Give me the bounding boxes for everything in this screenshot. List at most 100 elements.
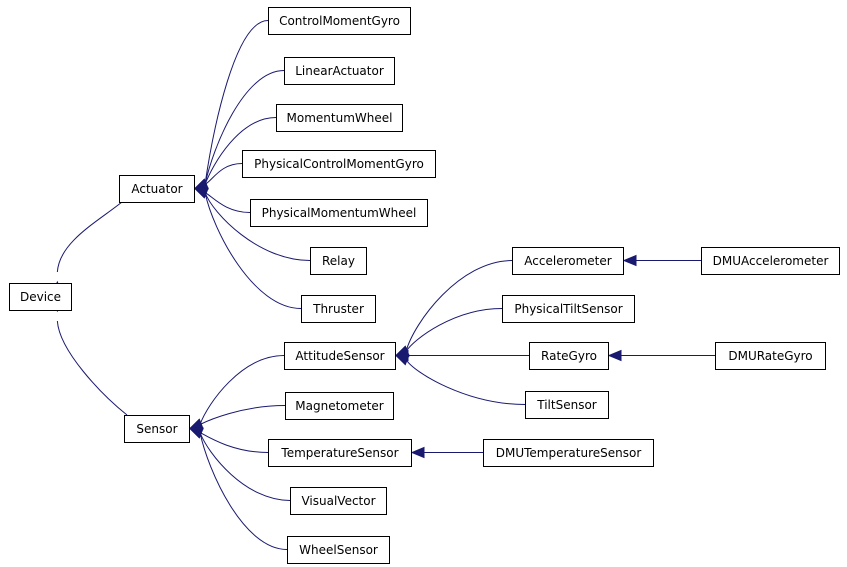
node-label: DMURateGyro — [728, 349, 812, 363]
edge-line — [56, 201, 123, 273]
node-label: PhysicalMomentumWheel — [262, 206, 417, 220]
node-box — [529, 342, 609, 370]
node-physicalcontrolmomentgyro[interactable]: PhysicalControlMomentGyro — [242, 150, 436, 178]
edge-magnetometer-to-sensor — [188, 405, 286, 430]
node-label: LinearActuator — [295, 64, 384, 78]
node-device[interactable]: Device — [9, 283, 72, 311]
node-box — [285, 392, 394, 420]
node-relay[interactable]: Relay — [310, 247, 367, 275]
edge-line — [204, 70, 285, 185]
node-attitudesensor[interactable]: AttitudeSensor — [284, 342, 396, 370]
edge-line — [199, 432, 288, 550]
node-physicaltiltsensor[interactable]: PhysicalTiltSensor — [502, 295, 635, 323]
edge-line — [199, 405, 286, 425]
node-box — [268, 7, 411, 35]
node-box — [701, 247, 840, 275]
edge-accelerometer-to-attitudesensor — [394, 260, 513, 357]
node-box — [242, 150, 436, 178]
edge-line — [405, 359, 526, 405]
node-box — [124, 415, 190, 443]
node-box — [276, 104, 403, 132]
edge-tiltsensor-to-attitudesensor — [394, 354, 526, 405]
node-box — [287, 536, 390, 564]
node-controlmomentgyro[interactable]: ControlMomentGyro — [268, 7, 411, 35]
node-label: TemperatureSensor — [280, 446, 398, 460]
node-label: RateGyro — [541, 349, 597, 363]
node-label: MomentumWheel — [287, 111, 393, 125]
arrowhead-icon — [394, 354, 410, 366]
edge-line — [204, 117, 277, 185]
node-box — [250, 199, 428, 227]
edge-line — [199, 432, 291, 501]
node-label: VisualVector — [301, 494, 375, 508]
node-label: Device — [20, 290, 61, 304]
arrowhead-icon — [410, 446, 425, 459]
arrowhead-icon — [622, 254, 637, 267]
edge-line — [405, 260, 513, 352]
node-dmutemperaturesensor[interactable]: DMUTemperatureSensor — [483, 439, 654, 467]
node-box — [525, 391, 609, 419]
node-visualvector[interactable]: VisualVector — [290, 487, 387, 515]
node-box — [715, 342, 826, 370]
edge-line — [204, 163, 243, 185]
edge-dmutemperaturesensor-to-temperaturesensor — [410, 446, 483, 459]
node-label: Sensor — [136, 422, 177, 436]
node-label: Thruster — [312, 302, 364, 316]
node-momentumwheel[interactable]: MomentumWheel — [276, 104, 403, 132]
edge-thruster-to-actuator — [193, 187, 302, 309]
node-accelerometer[interactable]: Accelerometer — [512, 247, 624, 275]
arrowhead-icon — [193, 187, 209, 199]
node-sensor[interactable]: Sensor — [124, 415, 190, 443]
arrowhead-icon — [607, 349, 622, 362]
node-label: Magnetometer — [295, 399, 384, 413]
node-box — [301, 295, 376, 323]
node-label: Accelerometer — [524, 254, 611, 268]
edge-actuator-to-device — [51, 201, 123, 295]
node-box — [512, 247, 624, 275]
edge-wheelsensor-to-sensor — [188, 427, 288, 550]
node-label: WheelSensor — [299, 543, 378, 557]
node-label: TiltSensor — [536, 398, 597, 412]
node-temperaturesensor[interactable]: TemperatureSensor — [268, 439, 412, 467]
edge-line — [204, 192, 251, 213]
edge-attitudesensor-to-sensor — [188, 355, 285, 430]
node-linearactuator[interactable]: LinearActuator — [284, 57, 395, 85]
node-label: Relay — [322, 254, 355, 268]
edge-line — [204, 20, 269, 185]
edge-dmuaccelerometer-to-accelerometer — [622, 254, 701, 267]
node-tiltsensor[interactable]: TiltSensor — [525, 391, 609, 419]
node-actuator[interactable]: Actuator — [119, 175, 195, 203]
arrowhead-icon — [188, 427, 204, 439]
node-box — [284, 342, 396, 370]
node-box — [119, 175, 195, 203]
node-label: DMUAccelerometer — [713, 254, 829, 268]
node-physicalmomentumwheel[interactable]: PhysicalMomentumWheel — [250, 199, 428, 227]
node-magnetometer[interactable]: Magnetometer — [285, 392, 394, 420]
node-box — [502, 295, 635, 323]
node-box — [483, 439, 654, 467]
edge-rategyro-to-attitudesensor — [394, 349, 529, 362]
edges-layer — [51, 20, 715, 550]
edge-line — [56, 320, 128, 416]
edge-dmurategyro-to-rategyro — [607, 349, 715, 362]
node-wheelsensor[interactable]: WheelSensor — [287, 536, 390, 564]
edge-line — [199, 432, 269, 453]
node-dmuaccelerometer[interactable]: DMUAccelerometer — [701, 247, 840, 275]
node-box — [9, 283, 72, 311]
edge-line — [204, 192, 311, 261]
node-rategyro[interactable]: RateGyro — [529, 342, 609, 370]
edge-line — [204, 192, 302, 309]
node-label: Actuator — [131, 182, 182, 196]
node-label: PhysicalTiltSensor — [514, 302, 622, 316]
node-label: AttitudeSensor — [295, 349, 384, 363]
node-label: ControlMomentGyro — [279, 14, 400, 28]
node-thruster[interactable]: Thruster — [301, 295, 376, 323]
edge-sensor-to-device — [51, 298, 128, 416]
node-box — [284, 57, 395, 85]
node-box — [290, 487, 387, 515]
node-box — [310, 247, 367, 275]
node-label: DMUTemperatureSensor — [496, 446, 642, 460]
node-dmurategyro[interactable]: DMURateGyro — [715, 342, 826, 370]
